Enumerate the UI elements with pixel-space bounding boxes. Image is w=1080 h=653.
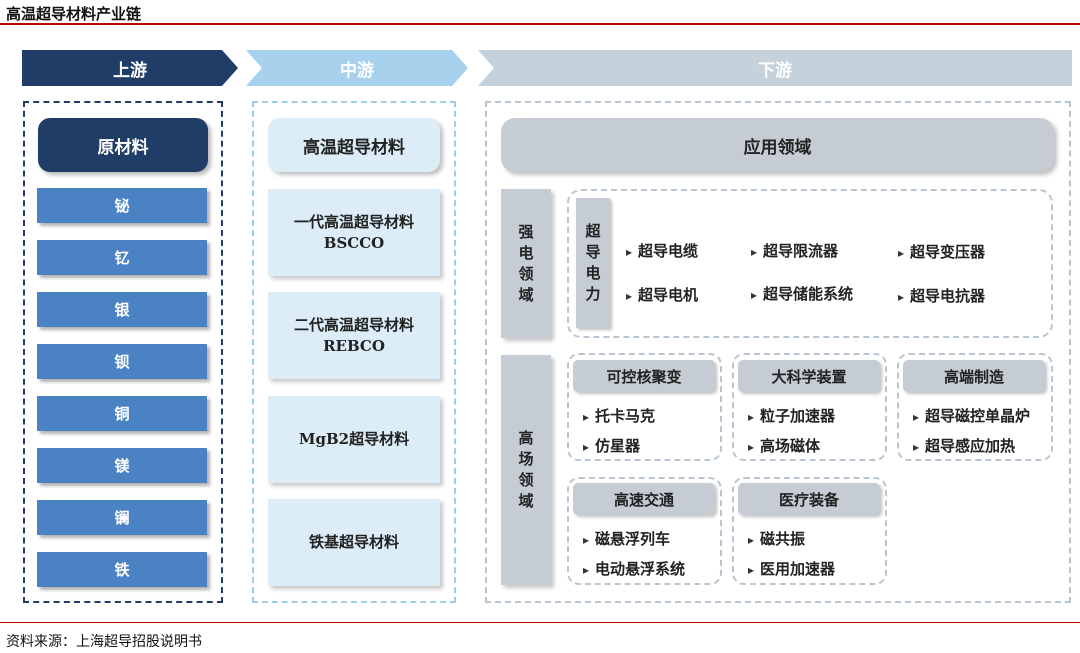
list-item: ▸磁悬浮列车 [583, 530, 671, 548]
triangle-right-icon: ▸ [898, 246, 905, 260]
element-box: 钇 [37, 240, 207, 275]
source-note: 资料来源：上海超导招股说明书 [6, 634, 202, 650]
high-field-label: 高场领域 [518, 429, 534, 510]
strong-field-tab: 强电领域 [501, 189, 551, 338]
upstream-frame [23, 101, 223, 603]
material-box: 二代高温超导材料 REBCO [268, 292, 440, 379]
material-name: 二代高温超导材料 [293, 315, 414, 334]
applications-header: 应用领域 [501, 118, 1054, 172]
list-item: ▸超导限流器 [751, 242, 839, 260]
element-box: 镁 [37, 448, 207, 483]
bottom-rule [0, 622, 1080, 623]
element-box: 铜 [37, 396, 207, 431]
stage-midstream: 中游 [246, 50, 468, 86]
triangle-right-icon: ▸ [751, 288, 758, 302]
triangle-right-icon: ▸ [898, 290, 905, 304]
list-item: ▸电动悬浮系统 [583, 560, 686, 578]
raw-materials-header: 原材料 [38, 118, 208, 172]
stage-upstream: 上游 [22, 50, 238, 86]
triangle-right-icon: ▸ [626, 245, 633, 259]
element-box: 铋 [37, 188, 207, 223]
triangle-right-icon: ▸ [913, 440, 920, 454]
high-field-tab: 高场领域 [501, 355, 551, 585]
material-box: 一代高温超导材料 BSCCO [268, 189, 440, 276]
material-box: 铁基超导材料 [268, 499, 440, 586]
triangle-right-icon: ▸ [583, 440, 590, 454]
stage-downstream: 下游 [478, 50, 1072, 86]
midstream-frame [252, 101, 456, 603]
list-item: ▸超导电缆 [626, 242, 699, 260]
material-name: MgB2超导材料 [298, 430, 410, 448]
element-box: 银 [37, 292, 207, 327]
transport-title: 高速交通 [573, 483, 715, 515]
material-code: REBCO [323, 336, 385, 355]
material-name: 一代高温超导材料 [293, 212, 414, 231]
big-science-title: 大科学装置 [738, 360, 880, 392]
element-box: 钡 [37, 344, 207, 379]
manufacturing-cell [897, 353, 1053, 461]
list-item: ▸超导储能系统 [751, 285, 854, 303]
triangle-right-icon: ▸ [751, 245, 758, 259]
transport-cell [567, 477, 722, 585]
downstream-frame [485, 101, 1071, 603]
list-item: ▸医用加速器 [748, 560, 836, 578]
triangle-right-icon: ▸ [583, 533, 590, 547]
element-box: 镧 [37, 500, 207, 535]
list-item: ▸超导磁控单晶炉 [913, 407, 1031, 425]
list-item: ▸磁共振 [748, 530, 806, 548]
triangle-right-icon: ▸ [583, 410, 590, 424]
medical-cell [732, 477, 887, 585]
triangle-right-icon: ▸ [748, 440, 755, 454]
figure-title: 高温超导材料产业链 [6, 5, 142, 23]
list-item: ▸托卡马克 [583, 407, 656, 425]
power-label: 超导电力 [585, 222, 601, 303]
list-item: ▸超导电抗器 [898, 287, 986, 305]
list-item: ▸超导感应加热 [913, 437, 1016, 455]
list-item: ▸粒子加速器 [748, 407, 836, 425]
triangle-right-icon: ▸ [913, 410, 920, 424]
material-name: 铁基超导材料 [308, 533, 399, 551]
material-code: BSCCO [323, 233, 385, 252]
list-item: ▸超导电机 [626, 286, 699, 304]
fusion-title: 可控核聚变 [573, 360, 715, 392]
triangle-right-icon: ▸ [748, 410, 755, 424]
manufacturing-title: 高端制造 [903, 360, 1045, 392]
power-group [567, 189, 1053, 338]
medical-title: 医疗装备 [738, 483, 880, 515]
list-item: ▸高场磁体 [748, 437, 821, 455]
element-box: 铁 [37, 552, 207, 587]
material-box: MgB2超导材料 [268, 396, 440, 483]
triangle-right-icon: ▸ [583, 563, 590, 577]
top-rule [0, 23, 1080, 25]
materials-header: 高温超导材料 [268, 118, 440, 172]
triangle-right-icon: ▸ [626, 289, 633, 303]
list-item: ▸仿星器 [583, 437, 641, 455]
triangle-right-icon: ▸ [748, 533, 755, 547]
list-item: ▸超导变压器 [898, 243, 986, 261]
triangle-right-icon: ▸ [748, 563, 755, 577]
big-science-cell [732, 353, 887, 461]
strong-field-label: 强电领域 [518, 222, 534, 304]
power-subtab: 超导电力 [576, 198, 610, 328]
fusion-cell [567, 353, 722, 461]
